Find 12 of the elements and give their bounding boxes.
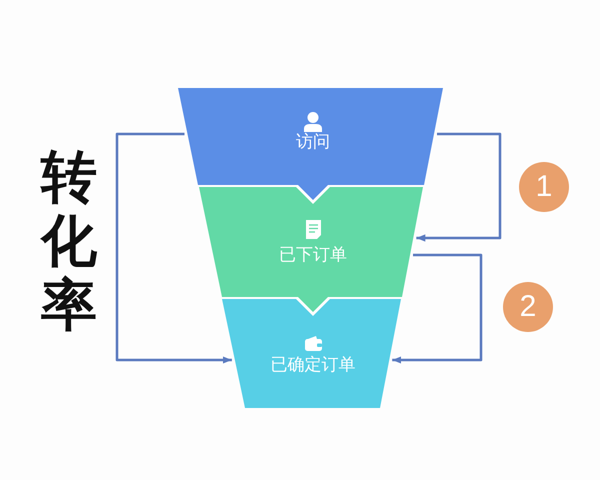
connector-arrow xyxy=(392,254,482,364)
stage-label: 已下订单 xyxy=(279,245,347,265)
funnel-band xyxy=(178,88,443,200)
step-number: 1 xyxy=(519,162,569,212)
connector-arrow xyxy=(116,132,232,364)
step-number: 2 xyxy=(503,282,553,332)
funnel-band xyxy=(199,187,423,312)
connector-arrow xyxy=(416,132,502,242)
stage-label: 已确定订单 xyxy=(270,355,356,375)
heading: 转化率 xyxy=(39,146,98,338)
funnel-band xyxy=(222,299,401,408)
stage-label: 访问 xyxy=(296,132,330,152)
